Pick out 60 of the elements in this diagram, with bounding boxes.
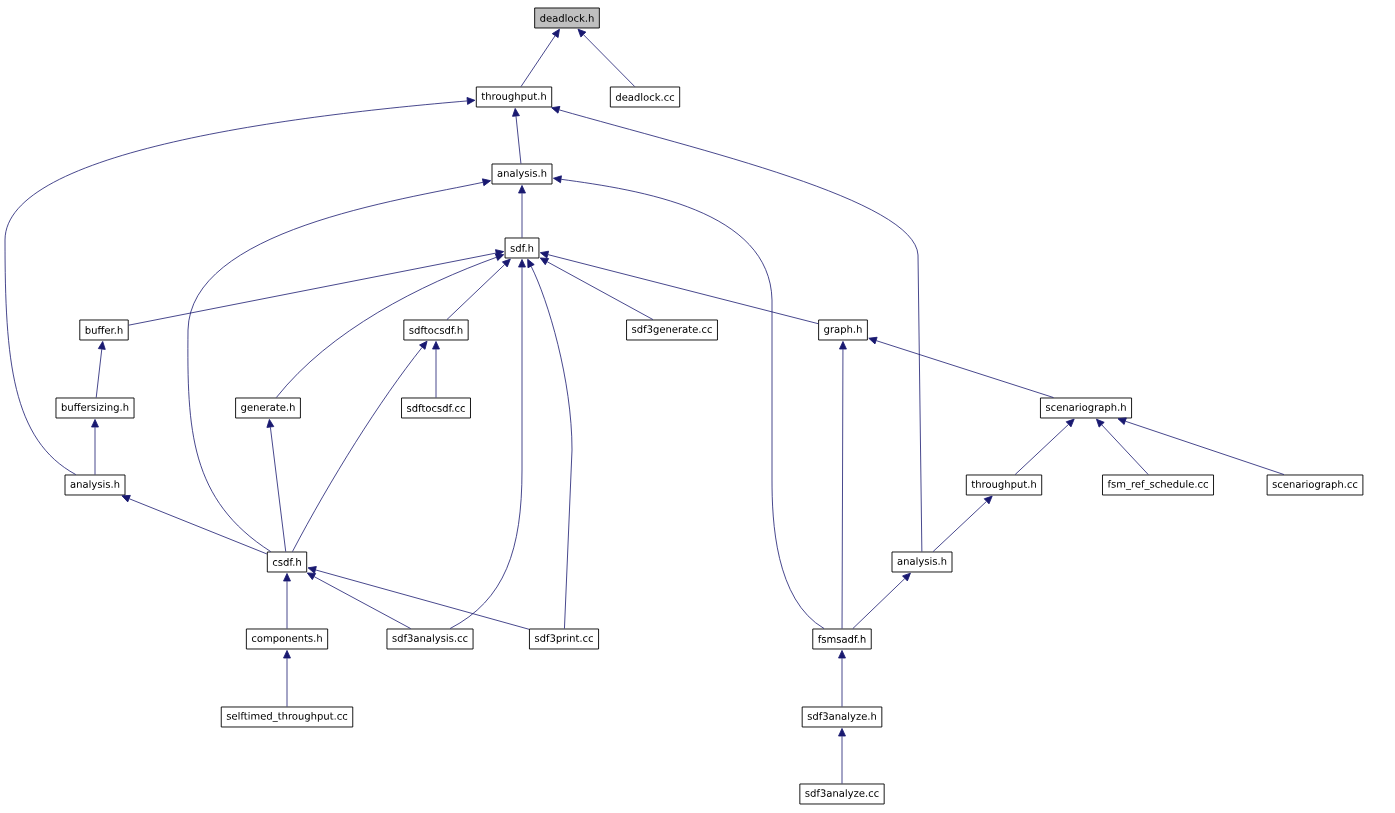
arrow	[518, 185, 526, 238]
file-box: scenariograph.h	[1040, 397, 1132, 419]
file-box: deadlock.cc	[609, 86, 681, 108]
file-box: analysis.h	[491, 163, 553, 185]
arrow	[1117, 417, 1285, 475]
arrow	[292, 340, 428, 552]
arrow	[446, 258, 511, 320]
file-box: sdftocsdf.h	[403, 319, 469, 341]
file-box: fsmsadf.h	[812, 628, 872, 650]
file-box: sdf.h	[504, 237, 540, 259]
file-box: selftimed_throughput.cc	[220, 706, 354, 728]
file-box: sdftocsdf.cc	[401, 397, 471, 419]
arrow	[852, 572, 911, 629]
arrow	[868, 336, 1054, 398]
arrow	[527, 258, 573, 629]
arrow	[128, 249, 505, 326]
arrow	[95, 341, 106, 398]
arrow	[838, 650, 846, 707]
arrow	[577, 28, 636, 87]
file-box: buffer.h	[79, 319, 129, 341]
arrow	[449, 259, 526, 629]
arrow	[432, 341, 440, 398]
file-box: deadlock.h	[534, 7, 600, 29]
arrow	[306, 572, 411, 629]
file-box: analysis.h	[64, 474, 126, 496]
arrow	[932, 495, 993, 552]
file-box: buffersizing.h	[55, 397, 135, 419]
file-box: components.h	[245, 628, 329, 650]
arrow	[91, 419, 99, 475]
file-box: csdf.h	[266, 551, 308, 573]
file-box: sdf3analyze.h	[801, 706, 883, 728]
file-box: throughput.h	[965, 474, 1043, 496]
file-box: sdf3analysis.cc	[386, 628, 474, 650]
arrow	[275, 253, 505, 398]
arrow	[283, 650, 291, 707]
file-box: fsm_ref_schedule.cc	[1102, 474, 1214, 496]
arrow	[1014, 418, 1075, 475]
file-box: generate.h	[235, 397, 301, 419]
file-box: sdf3generate.cc	[626, 319, 718, 341]
arrow	[283, 573, 291, 629]
file-box: throughput.h	[475, 86, 553, 108]
file-box: analysis.h	[891, 551, 953, 573]
arrow	[266, 419, 287, 552]
arrow	[121, 495, 268, 555]
file-box: scenariograph.cc	[1266, 474, 1364, 496]
file-box: sdf3print.cc	[529, 628, 600, 650]
arrow	[839, 341, 847, 629]
arrow	[307, 566, 530, 630]
arrow	[4, 97, 476, 475]
arrow	[551, 106, 923, 552]
arrow	[539, 250, 819, 325]
arrow	[512, 108, 522, 164]
arrow	[838, 728, 846, 784]
file-box: graph.h	[818, 319, 868, 341]
arrow	[187, 178, 491, 552]
arrow	[539, 257, 654, 320]
arrow	[1096, 418, 1149, 475]
arrow	[553, 175, 825, 629]
file-box: sdf3analyze.cc	[799, 783, 885, 805]
arrow	[520, 28, 560, 87]
